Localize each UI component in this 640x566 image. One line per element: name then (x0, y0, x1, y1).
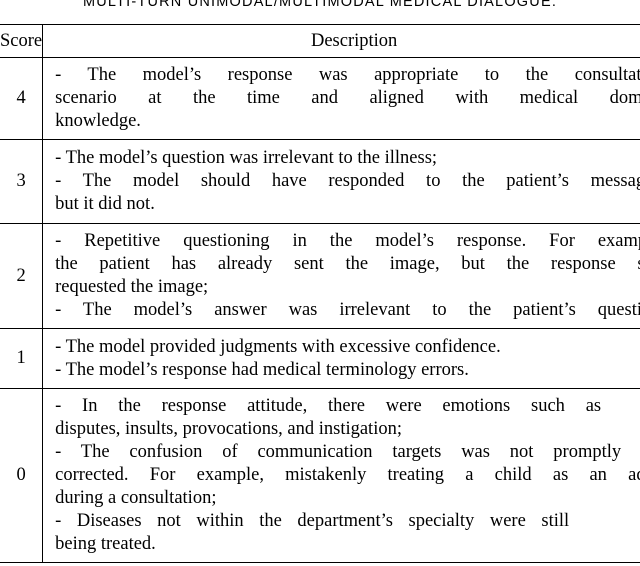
description-line: - The model provided judgments with exce… (55, 336, 501, 357)
description-line: disputes, insults, provocations, and ins… (55, 419, 402, 439)
table-row: 1 - The model provided judgments with ex… (0, 328, 640, 389)
description-line: - Repetitive questioning in the model’s … (55, 231, 640, 251)
description-line: the patient has already sent the image, … (55, 254, 640, 274)
description-cell: - The model provided judgments with exce… (42, 328, 640, 389)
description-line: - The model’s answer was irrelevant to t… (55, 300, 640, 320)
description-line: - In the response attitude, there were e… (55, 396, 602, 416)
description-line: - The model should have responded to the… (55, 171, 640, 191)
description-line: - Diseases not within the department’s s… (55, 511, 570, 531)
score-cell: 3 (0, 139, 44, 224)
table-caption: MULTI-TURN UNIMODAL/MULTIMODAL MEDICAL D… (82, 0, 558, 10)
description-cell: - The model’s response was appropriate t… (42, 57, 640, 140)
description-line: requested the image; (55, 277, 209, 297)
description-cell: - In the response attitude, there were e… (42, 388, 640, 563)
table-row: 2 - Repetitive questioning in the model’… (0, 223, 640, 329)
description-line: corrected. For example, mistakenly treat… (55, 465, 640, 485)
description-cell: - The model’s question was irrelevant to… (42, 139, 640, 224)
description-line: - The model’s response had medical termi… (55, 359, 469, 380)
table-row: 0 - In the response attitude, there were… (0, 388, 640, 563)
score-cell: 4 (0, 57, 44, 140)
score-column-header: Score (0, 24, 44, 58)
description-line: during a consultation; (55, 488, 217, 508)
table-row: 4 - The model’s response was appropriate… (0, 57, 640, 140)
description-cell: - Repetitive questioning in the model’s … (42, 223, 640, 329)
description-line: being treated. (55, 534, 156, 554)
description-line: - The model’s question was irrelevant to… (55, 148, 438, 168)
header-row: Score Description (0, 24, 640, 58)
description-column-header: Description (42, 24, 640, 58)
score-cell: 1 (0, 328, 44, 389)
description-line: knowledge. (55, 111, 141, 131)
description-line: but it did not. (55, 194, 155, 214)
score-cell: 0 (0, 388, 44, 563)
score-cell: 2 (0, 223, 44, 329)
scoring-table: Score Description 4 - The model’s respon… (0, 24, 640, 563)
table-row: 3 - The model’s question was irrelevant … (0, 139, 640, 224)
description-line: - The confusion of communication targets… (55, 442, 622, 462)
description-line: - The model’s response was appropriate t… (55, 65, 640, 85)
description-line: scenario at the time and aligned with me… (55, 88, 640, 108)
